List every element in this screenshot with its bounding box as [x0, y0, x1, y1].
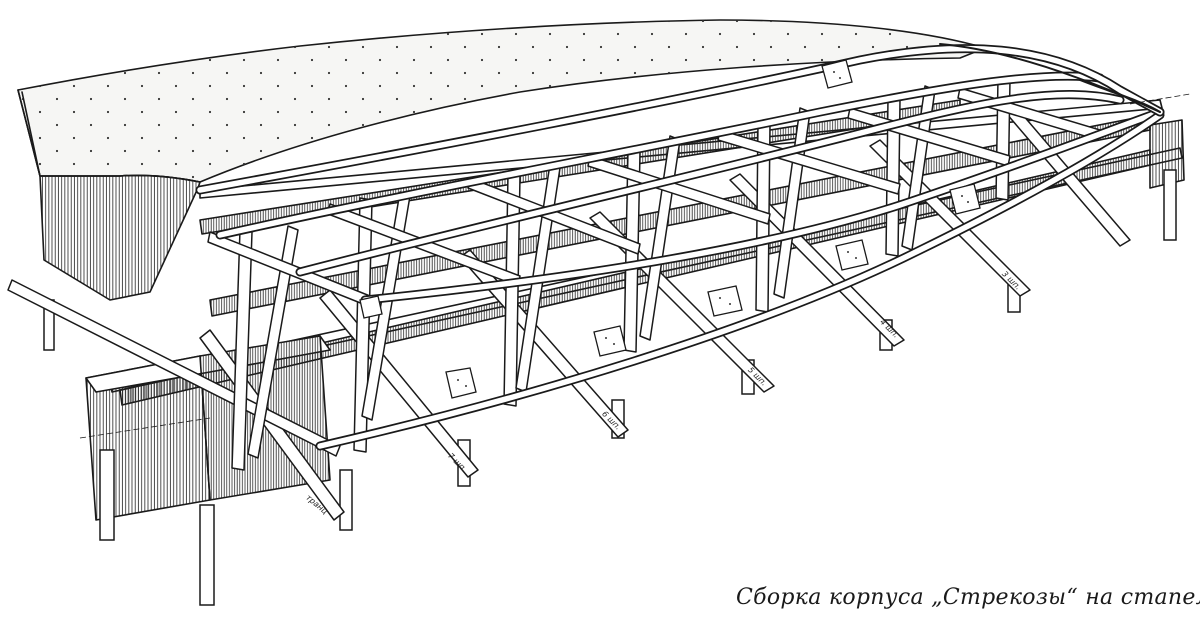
frames — [7, 77, 1131, 521]
figure-caption: Сборка корпуса „Стрекозы“ на стапеле. — [736, 585, 1200, 610]
stringers — [195, 43, 1165, 451]
rivets — [457, 71, 969, 387]
gusset-plates — [359, 59, 981, 399]
centerline — [79, 93, 1191, 439]
